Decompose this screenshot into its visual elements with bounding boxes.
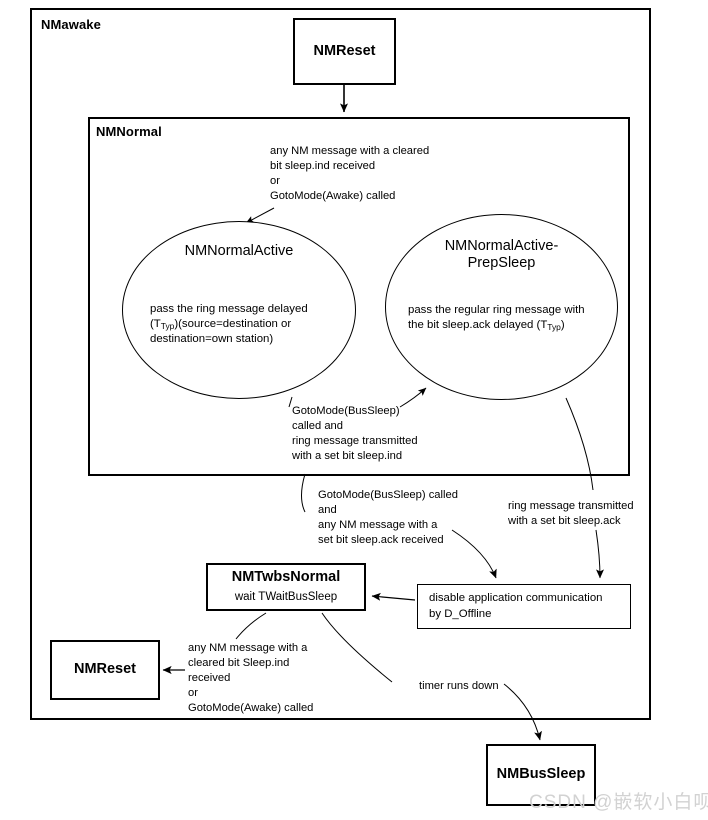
prepsleep-label-line1: NMNormalActive- (444, 238, 559, 254)
state-nmtwbsnormal-sublabel: wait TWaitBusSleep (234, 590, 338, 603)
state-nmbussleep[interactable]: NMBusSleep (486, 744, 596, 806)
state-nmtwbsnormal[interactable]: NMTwbsNormal wait TWaitBusSleep (206, 563, 366, 611)
state-nmnormalactive[interactable] (122, 221, 356, 399)
action-disable-application-communication[interactable]: disable application communication by D_Of… (417, 584, 631, 629)
prepsleep-label-line2: PrepSleep (467, 255, 536, 272)
state-nmreset-bottom-label: NMReset (73, 661, 137, 678)
state-nmreset-top[interactable]: NMReset (293, 18, 396, 85)
state-nmreset-bottom[interactable]: NMReset (50, 640, 160, 700)
transition-label-to-nmreset-bottom: any NM message with a cleared bit Sleep.… (188, 642, 314, 714)
action-disable-line1: disable application communication (429, 592, 603, 605)
transition-label-timer-runs-down: timer runs down (419, 680, 499, 692)
action-disable-label: disable application communication by D_Of… (429, 591, 603, 622)
transition-label-to-disable-left: GotoMode(BusSleep) called and any NM mes… (318, 489, 458, 546)
transition-label-enter-active: any NM message with a cleared bit sleep.… (270, 145, 430, 202)
state-nmnormalactive-prepsleep[interactable] (385, 214, 618, 400)
container-nmawake-label: NMawake (41, 17, 101, 32)
state-nmbussleep-label: NMBusSleep (496, 766, 586, 783)
state-nmnormalactive-prepsleep-label: NMNormalActive-PrepSleep (385, 238, 618, 273)
state-nmtwbsnormal-label: NMTwbsNormal (231, 569, 341, 586)
state-nmnormalactive-body: pass the ring message delayed(TTyp)(sour… (150, 303, 308, 346)
watermark: CSDN @嵌软小白呗 (529, 792, 708, 813)
state-nmnormalactive-label: NMNormalActive (184, 243, 294, 259)
action-disable-line2: by D_Offline (429, 607, 492, 620)
transition-label-to-prepsleep: GotoMode(BusSleep) called and ring messa… (292, 405, 418, 462)
transition-label-to-disable-right: ring message transmitted with a set bit … (508, 500, 634, 527)
container-nmnormal-label: NMNormal (96, 124, 162, 139)
state-nmreset-top-label: NMReset (313, 42, 376, 59)
